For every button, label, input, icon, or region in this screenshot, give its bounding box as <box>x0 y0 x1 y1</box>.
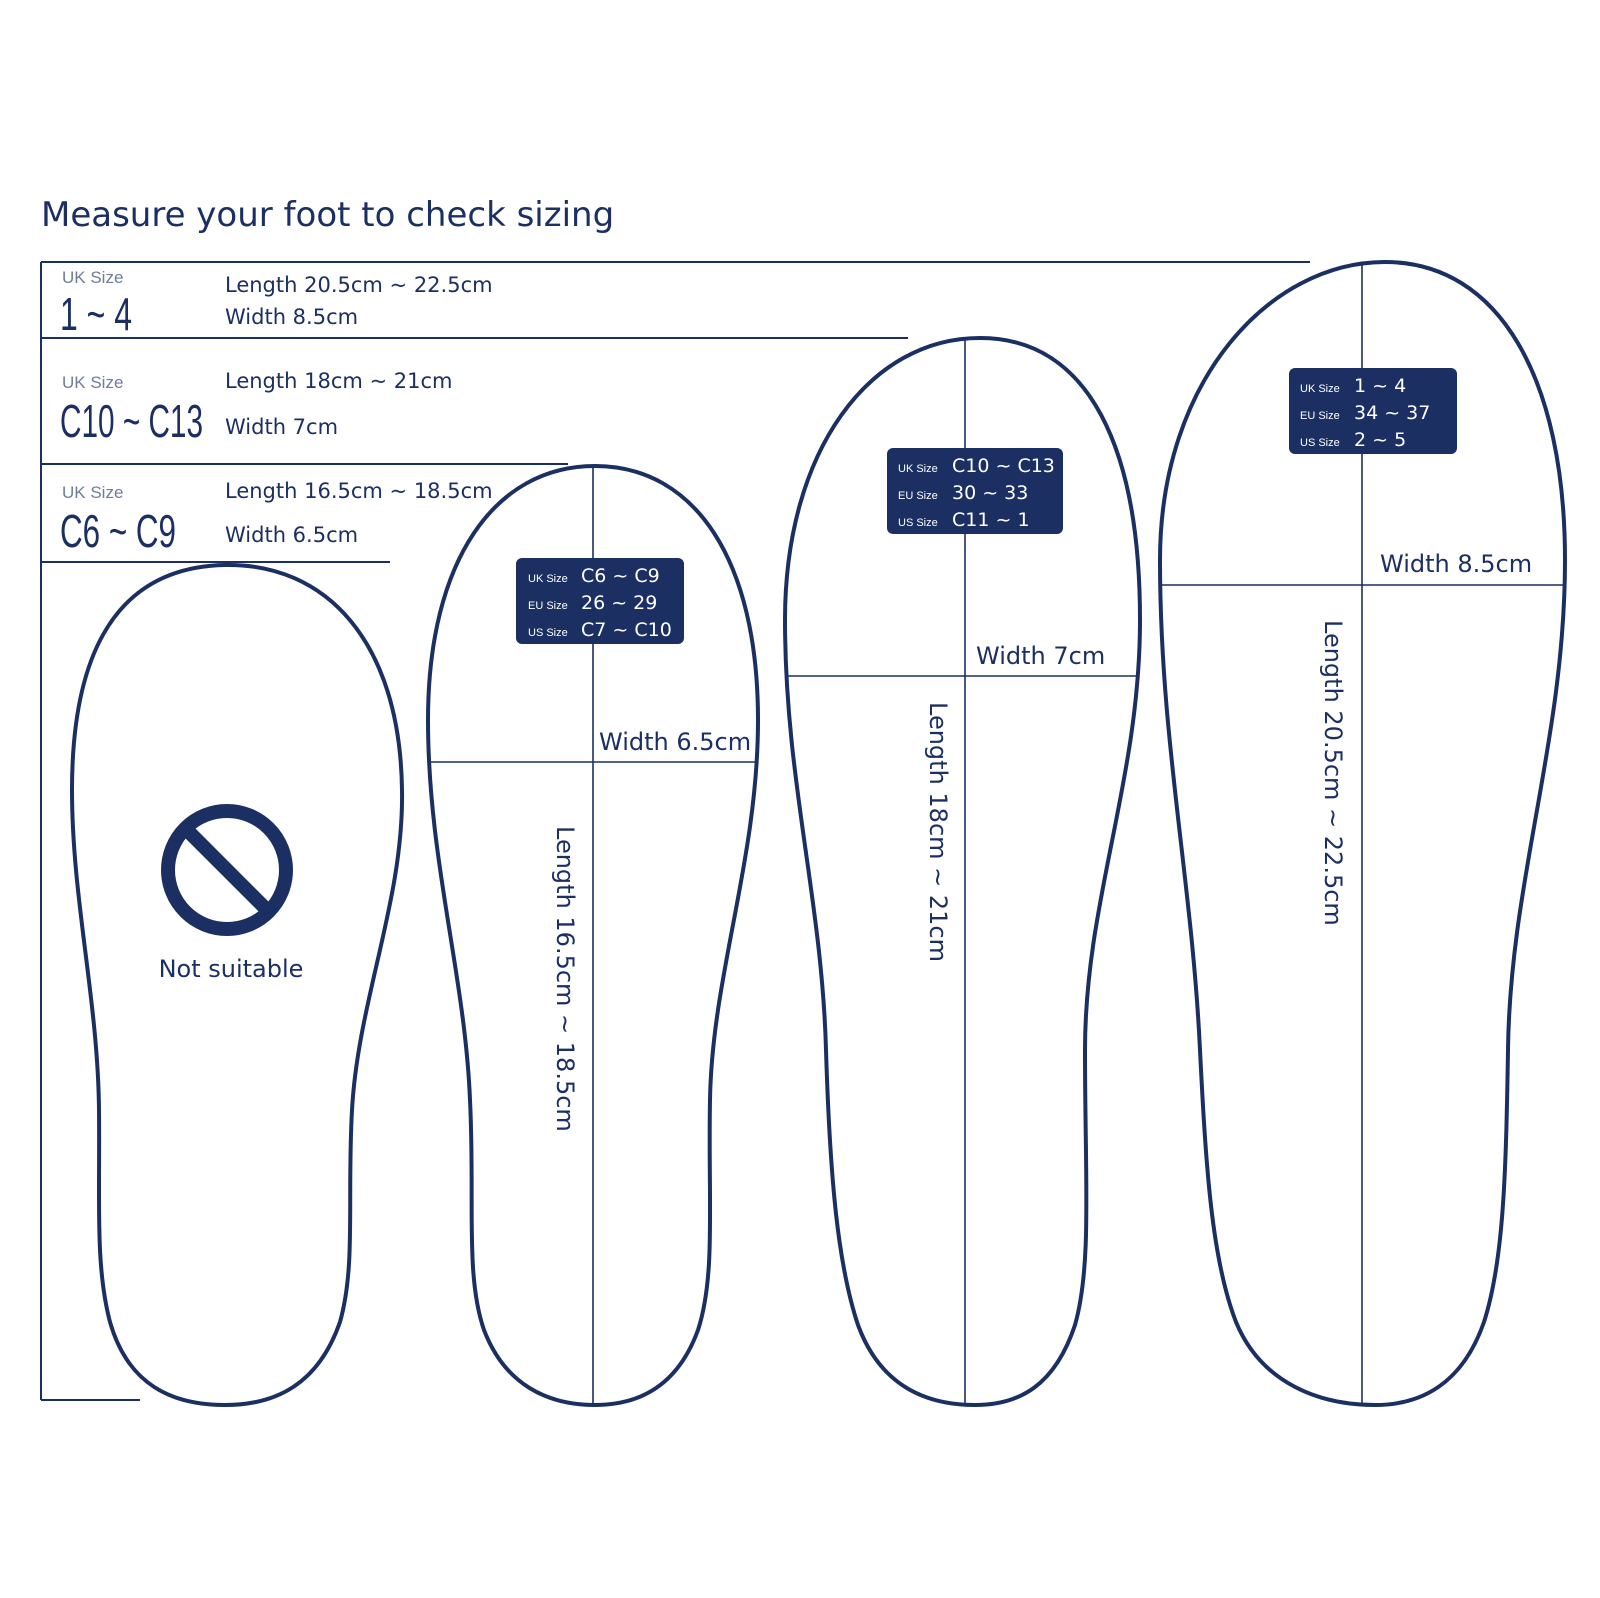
size-row-length: Length 18cm ~ 21cm <box>225 369 453 393</box>
badge-key-us: US Size <box>1300 437 1340 449</box>
badge-key-us: US Size <box>898 517 938 529</box>
size-row-width: Width 8.5cm <box>225 305 358 329</box>
size-row-value: 1 ~ 4 <box>60 288 132 340</box>
length-label: Length 18cm ~ 21cm <box>924 702 952 962</box>
badge-key-uk: UK Size <box>898 463 938 475</box>
size-row-label: UK Size <box>62 373 123 392</box>
width-label: Width 7cm <box>976 642 1105 670</box>
badge-value-uk: C6 ~ C9 <box>581 565 660 587</box>
length-label: Length 20.5cm ~ 22.5cm <box>1319 620 1347 926</box>
sole-1-4: UK Size 1 ~ 4 EU Size 34 ~ 37 US Size 2 … <box>1157 259 1568 1408</box>
size-row-label: UK Size <box>62 483 123 502</box>
page-title: Measure your foot to check sizing <box>41 195 614 235</box>
badge-value-us: C7 ~ C10 <box>581 619 672 641</box>
badge-value-eu: 34 ~ 37 <box>1354 402 1430 424</box>
not-suitable-label: Not suitable <box>159 955 304 983</box>
badge-value-eu: 26 ~ 29 <box>581 592 657 614</box>
length-label: Length 16.5cm ~ 18.5cm <box>551 826 579 1132</box>
badge-key-eu: EU Size <box>1300 410 1340 422</box>
badge-value-uk: 1 ~ 4 <box>1354 375 1406 397</box>
size-row-label: UK Size <box>62 268 123 287</box>
size-row-1-4: UK Size 1 ~ 4 Length 20.5cm ~ 22.5cm Wid… <box>60 268 493 340</box>
width-label: Width 8.5cm <box>1380 550 1532 578</box>
badge-key-uk: UK Size <box>1300 383 1340 395</box>
badge-value-eu: 30 ~ 33 <box>952 482 1028 504</box>
badge-value-uk: C10 ~ C13 <box>952 455 1055 477</box>
size-row-c10-c13: UK Size C10 ~ C13 Length 18cm ~ 21cm Wid… <box>60 369 453 447</box>
badge-value-us: C11 ~ 1 <box>952 509 1030 531</box>
size-row-width: Width 7cm <box>225 415 338 439</box>
size-row-width: Width 6.5cm <box>225 523 358 547</box>
badge-key-us: US Size <box>528 627 568 639</box>
sole-c6-c9: UK Size C6 ~ C9 EU Size 26 ~ 29 US Size … <box>425 463 761 1408</box>
badge-key-uk: UK Size <box>528 573 568 585</box>
size-row-length: Length 20.5cm ~ 22.5cm <box>225 273 493 297</box>
size-badge: UK Size C6 ~ C9 EU Size 26 ~ 29 US Size … <box>516 558 684 644</box>
size-row-value: C6 ~ C9 <box>60 505 176 557</box>
badge-key-eu: EU Size <box>898 490 938 502</box>
prohibited-icon <box>161 804 293 936</box>
size-row-value: C10 ~ C13 <box>60 395 203 447</box>
size-guide-rules <box>40 261 1310 1401</box>
width-label: Width 6.5cm <box>599 728 751 756</box>
badge-key-eu: EU Size <box>528 600 568 612</box>
size-row-c6-c9: UK Size C6 ~ C9 Length 16.5cm ~ 18.5cm W… <box>60 479 493 557</box>
sole-not-suitable: Not suitable <box>69 562 405 1408</box>
size-badge: UK Size C10 ~ C13 EU Size 30 ~ 33 US Siz… <box>887 448 1063 534</box>
badge-value-us: 2 ~ 5 <box>1354 429 1406 451</box>
size-row-length: Length 16.5cm ~ 18.5cm <box>225 479 493 503</box>
size-badge: UK Size 1 ~ 4 EU Size 34 ~ 37 US Size 2 … <box>1289 368 1457 454</box>
sole-c10-c13: UK Size C10 ~ C13 EU Size 30 ~ 33 US Siz… <box>782 335 1143 1408</box>
